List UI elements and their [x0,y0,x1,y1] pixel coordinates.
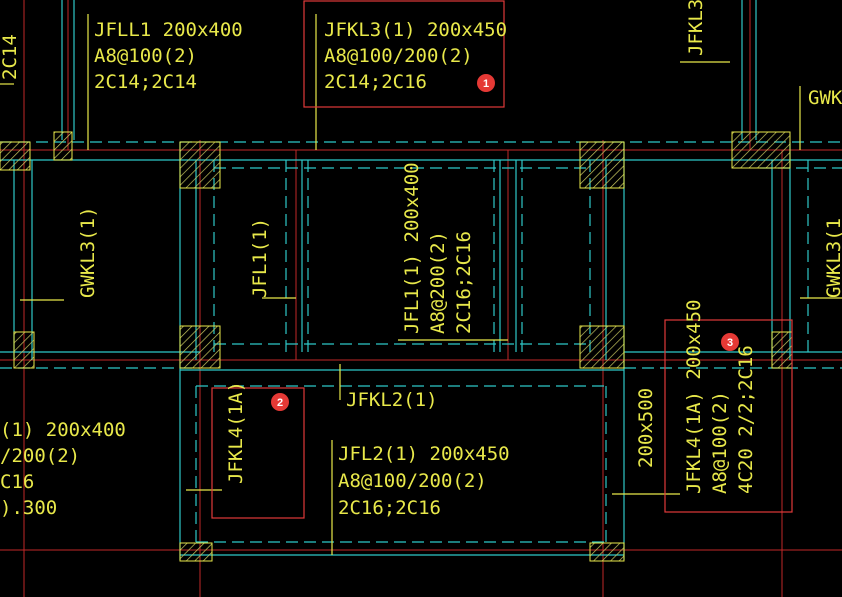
top-left-partial-label[interactable]: 2C14 [0,34,21,80]
jfkl2-label[interactable]: JFKL2(1) [346,389,438,411]
jfkl4-left-label[interactable]: JFKL4(1A) [225,381,247,484]
jfll1-name: JFLL1 200x400 [94,19,243,41]
annotation-jfkl4-right[interactable]: JFKL4(1A) 200x450 A8@100(2) 4C20 2/2;2C1… [683,300,757,494]
jfkl3-name: JFKL3(1) 200x450 [324,19,507,41]
size-200x500-label[interactable]: 200x500 [635,388,657,468]
jfl1-main-name: JFL1(1) 200x400 [401,162,423,334]
beam-edges [0,0,842,560]
gwkl3-left-label[interactable]: GWKL3(1) [77,206,99,298]
badge-1[interactable]: 1 [477,74,495,92]
jfkl3-bars: 2C14;2C16 [324,71,427,93]
badge-2[interactable]: 2 [271,393,289,411]
columns [0,131,793,562]
beam-edges-dashed [0,141,842,543]
gwk-right-label[interactable]: GWK [808,87,842,109]
jfll1-stirrup: A8@100(2) [94,45,197,67]
badge-1-number: 1 [483,78,489,90]
jfl2-stirrup: A8@100/200(2) [338,470,487,492]
highlight-box-2 [211,387,305,519]
left-partial-line4: ).300 [0,497,57,519]
annotation-jfkl3[interactable]: JFKL3(1) 200x450 A8@100/200(2) 2C14;2C16 [324,19,507,93]
leader-lines [0,14,842,555]
badge-3-number: 3 [727,337,733,349]
annotation-left-partial[interactable]: (1) 200x400 /200(2) C16 ).300 [0,419,126,519]
annotation-jfll1[interactable]: JFLL1 200x400 A8@100(2) 2C14;2C14 [94,19,243,93]
highlight-box-3 [664,319,793,513]
badge-2-number: 2 [277,397,283,409]
annotation-jfl1-main[interactable]: JFL1(1) 200x400 A8@200(2) 2C16;2C16 [401,162,475,334]
jfkl4-right-stirrup: A8@100(2) [709,391,731,494]
annotation-jfl2[interactable]: JFL2(1) 200x450 A8@100/200(2) 2C16;2C16 [338,443,510,519]
jfkl4-right-name: JFKL4(1A) 200x450 [683,300,705,494]
jfll1-bars: 2C14;2C14 [94,71,197,93]
jfkl3-stirrup: A8@100/200(2) [324,45,473,67]
left-partial-line3: C16 [0,471,34,493]
jfl1-main-stirrup: A8@200(2) [427,231,449,334]
badge-3[interactable]: 3 [721,333,739,351]
jfkl3-right-label[interactable]: JFKL3( [685,0,707,56]
gwkl3-right-label[interactable]: GWKL3(1 [823,218,842,298]
jfl1-small-label[interactable]: JFL1(1) [249,218,271,298]
jfl2-name: JFL2(1) 200x450 [338,443,510,465]
jfl2-bars: 2C16;2C16 [338,497,441,519]
left-partial-line1: (1) 200x400 [0,419,126,441]
jfl1-main-bars: 2C16;2C16 [453,231,475,334]
left-partial-line2: /200(2) [0,445,80,467]
jfkl4-right-bars: 4C20 2/2;2C16 [735,345,757,494]
highlight-box-1 [303,0,505,108]
highlight-boxes [211,0,793,519]
